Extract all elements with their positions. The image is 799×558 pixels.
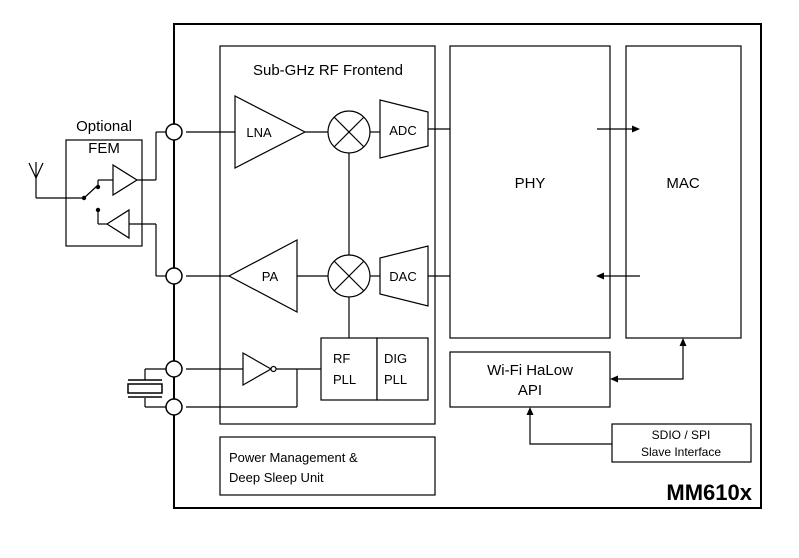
- mac-label: MAC: [666, 175, 700, 192]
- rx-pin: [165, 123, 183, 141]
- mac-to-phy-arrow: [596, 272, 640, 280]
- fem-label-line1: Optional: [76, 118, 132, 135]
- chip-name-label: MM610x: [666, 480, 752, 505]
- power-label-line1: Power Management &: [229, 450, 358, 465]
- power-management-block: [219, 436, 436, 496]
- adc-block: [379, 99, 429, 159]
- dac-block: [379, 245, 429, 307]
- inverter-bubble: [270, 365, 277, 373]
- fem-wiring: [28, 131, 166, 277]
- slave-label-line1: SDIO / SPI: [652, 428, 711, 442]
- phy-block: [449, 45, 611, 339]
- fem-label-line2: FEM: [88, 140, 120, 157]
- fem-tx-amplifier: [105, 208, 130, 240]
- rf-pll-label-line2: PLL: [333, 372, 356, 387]
- mac-block: [625, 45, 742, 339]
- slave-interface-block: [611, 423, 752, 463]
- adc-label: ADC: [389, 123, 416, 138]
- rf-frontend-title: Sub-GHz RF Frontend: [253, 62, 403, 79]
- crystal-icon: [127, 368, 166, 408]
- internal-wiring: [186, 128, 450, 408]
- rf-pll-block: [320, 337, 378, 401]
- phy-to-mac-arrow: [597, 125, 640, 133]
- power-label-line2: Deep Sleep Unit: [229, 470, 324, 485]
- pa-label: PA: [262, 269, 279, 284]
- slave-label-line2: Slave Interface: [641, 445, 721, 459]
- phy-label: PHY: [515, 175, 546, 192]
- xtal-in-pin: [165, 360, 183, 378]
- xtal-out-pin: [165, 398, 183, 416]
- lna-label: LNA: [246, 125, 272, 140]
- api-label-line1: Wi-Fi HaLow: [487, 362, 573, 379]
- fem-rx-amplifier: [112, 163, 139, 197]
- fem-switch-contacts: [81, 184, 101, 213]
- mac-api-connection: [610, 338, 687, 383]
- fem-box: [65, 139, 143, 247]
- slave-to-api-arrow: [526, 407, 612, 445]
- rf-pll-label-line1: RF: [333, 351, 350, 366]
- rx-mixer: [327, 110, 371, 154]
- tx-mixer: [327, 254, 371, 298]
- halow-api-block: [449, 351, 611, 408]
- api-label-line2: API: [518, 382, 542, 399]
- tx-pin: [165, 267, 183, 285]
- dig-pll-label-line1: DIG: [384, 351, 407, 366]
- dig-pll-block: [376, 337, 429, 401]
- dac-label: DAC: [389, 269, 416, 284]
- dig-pll-label-line2: PLL: [384, 372, 407, 387]
